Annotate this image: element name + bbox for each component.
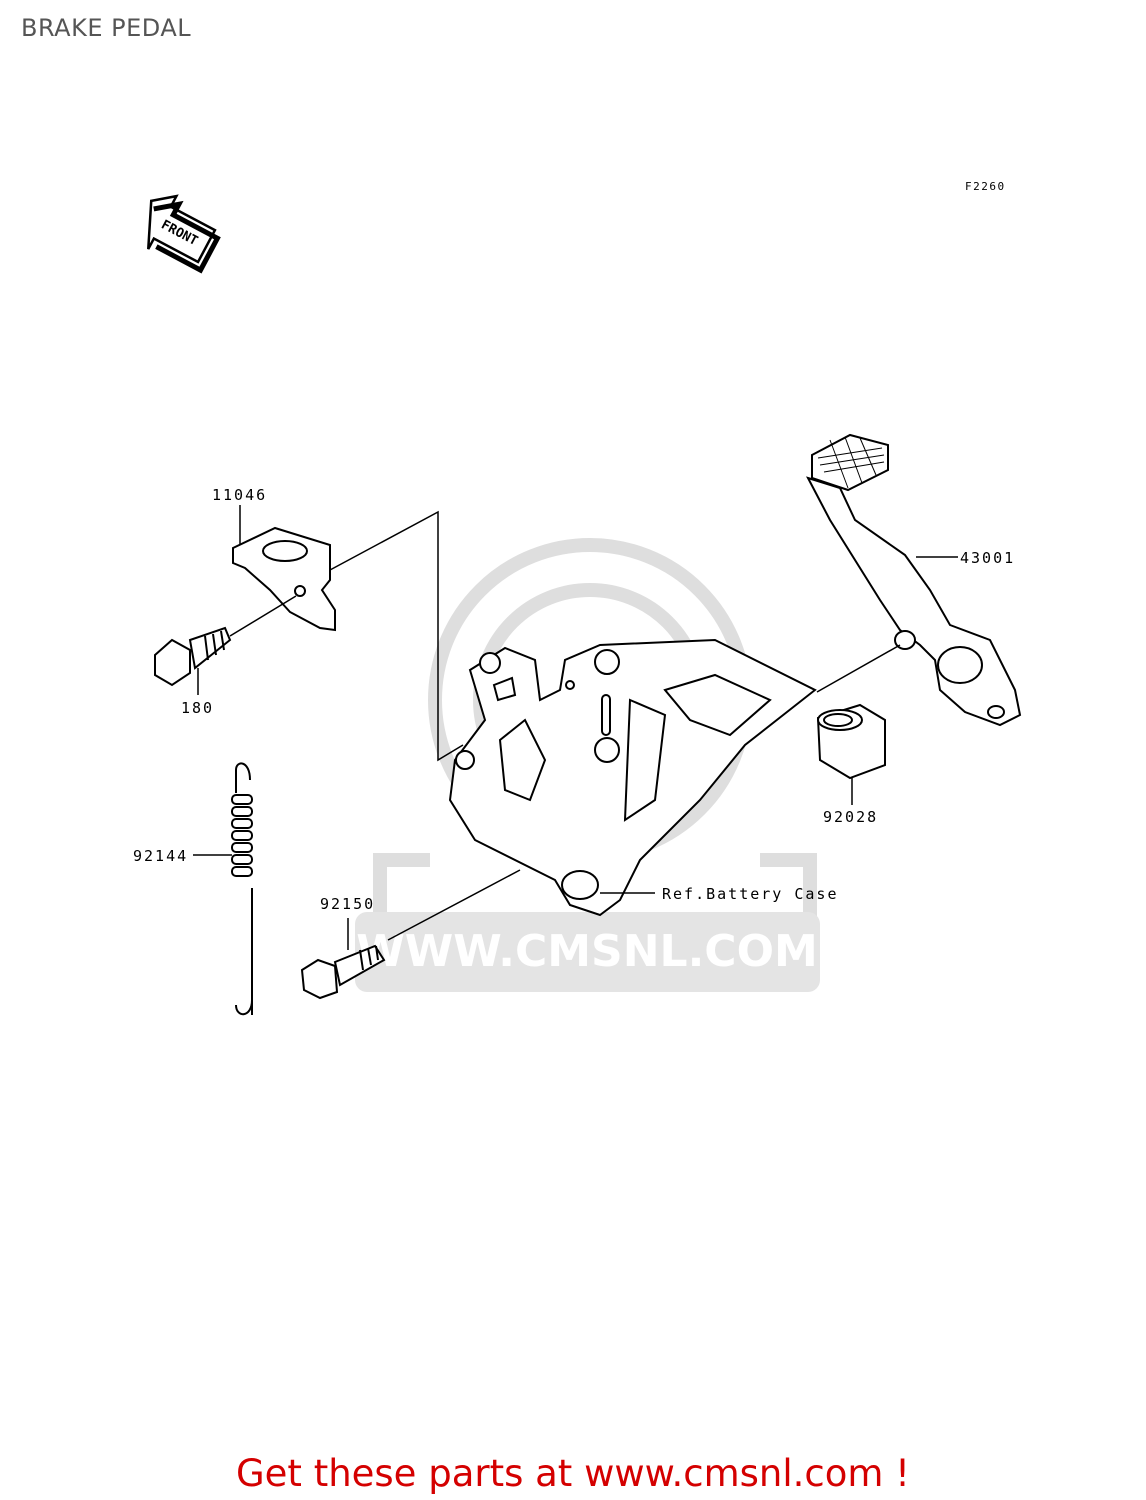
label-11046: 11046 xyxy=(212,486,267,504)
watermark-banner xyxy=(355,912,820,992)
label-43001: 43001 xyxy=(960,549,1015,567)
exploded-parts-diagram: WWW.CMSNL.COM F2260 FRONT 11046 180 xyxy=(133,180,1022,1016)
part-180-bolt xyxy=(154,626,232,687)
part-92144-spring xyxy=(231,762,253,1016)
part-11046-bracket xyxy=(232,526,336,632)
label-92144: 92144 xyxy=(133,847,188,865)
part-92150-pivot-pin xyxy=(300,944,386,1000)
page-title: BRAKE PEDAL xyxy=(21,14,192,42)
main-bracket-plate xyxy=(448,638,817,917)
part-92028-bushing xyxy=(816,703,886,780)
label-180: 180 xyxy=(181,699,214,717)
promo-prefix: Get these parts at xyxy=(235,1452,585,1495)
label-92028: 92028 xyxy=(823,808,878,826)
promo-suffix: ! xyxy=(883,1452,910,1495)
figure-code: F2260 xyxy=(965,180,1006,193)
label-92150: 92150 xyxy=(320,895,375,913)
front-arrow-icon: FRONT xyxy=(147,194,221,274)
promo-link[interactable]: www.cmsnl.com xyxy=(584,1452,884,1495)
label-ref-battery-case: Ref.Battery Case xyxy=(662,885,839,903)
watermark-text: WWW.CMSNL.COM xyxy=(356,926,818,977)
part-43001-brake-pedal xyxy=(805,433,1022,727)
promo-banner: Get these parts at www.cmsnl.com ! xyxy=(0,1452,1146,1495)
